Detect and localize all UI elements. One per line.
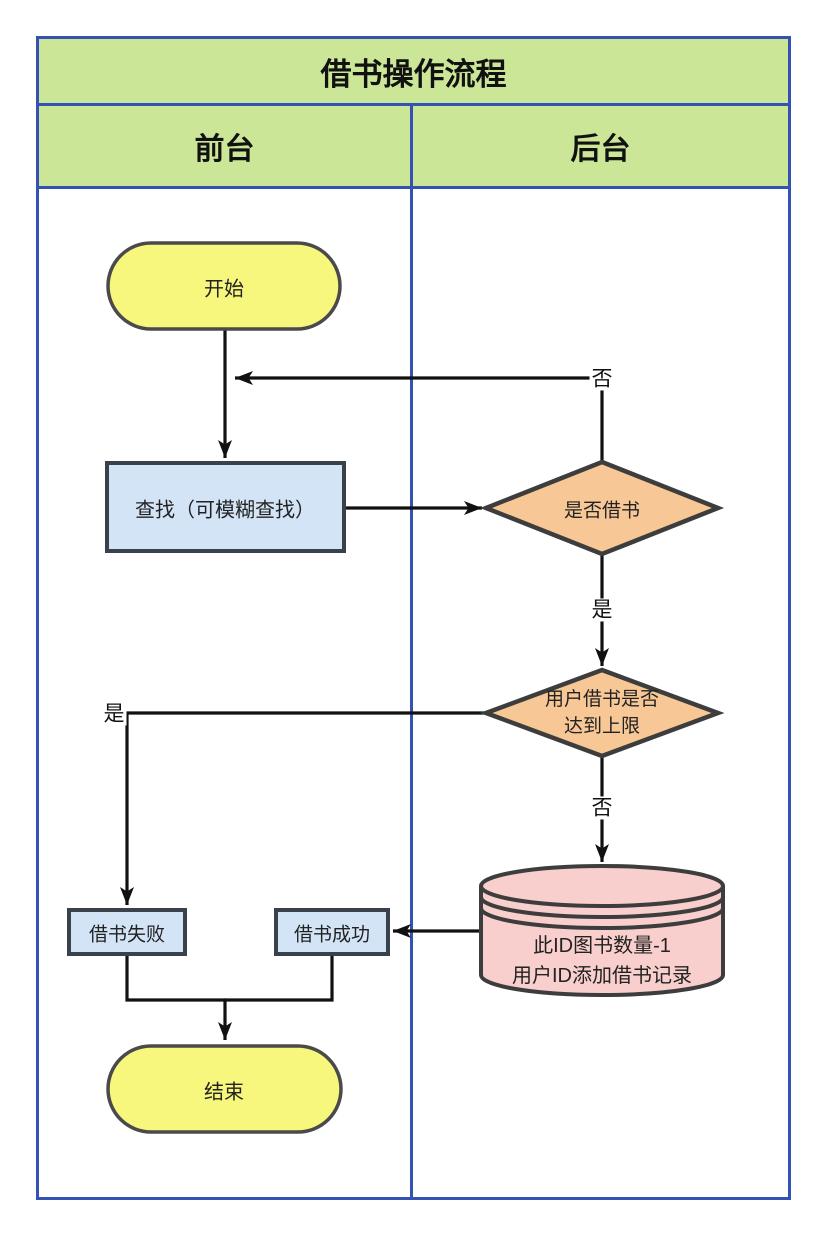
fail-node-label: 借书失败: [88, 924, 166, 946]
edge-fail-to-merge: [125, 955, 226, 1002]
edge-label-borrow-yes: 是: [589, 598, 615, 622]
end-node-shape: [106, 1044, 343, 1134]
decision-limit-shape: [479, 667, 725, 759]
search-node-label: 查找（可模糊查找）: [135, 499, 315, 522]
lane-header-back: 后台: [413, 106, 788, 186]
lane-back-label: 后台: [570, 133, 631, 166]
end-node-label: 结束: [204, 1081, 244, 1104]
lane-header-row: 前台 后台: [39, 106, 788, 189]
edge-limit-yes-to-fail: [120, 711, 485, 905]
search-node-shape: [105, 461, 346, 553]
edge-label-limit-no: 否: [589, 796, 615, 820]
edge-success-to-merge: [224, 955, 334, 1002]
database-node-label: 此ID图书数量-1 用户ID添加借书记录: [512, 935, 692, 987]
diagram-title: 借书操作流程: [320, 56, 507, 92]
lane-front-label: 前台: [194, 133, 255, 166]
edge-label-limit-yes: 是: [101, 702, 127, 726]
lane-header-front: 前台: [39, 106, 413, 186]
success-node-label: 借书成功: [293, 924, 371, 946]
decision-borrow-shape: [479, 459, 725, 557]
start-node-label: 开始: [204, 278, 244, 301]
database-node-shape: [479, 864, 725, 997]
edge-borrow-no-loop: [235, 371, 604, 462]
edge-label-borrow-no: 否: [589, 367, 615, 391]
fail-node-shape: [67, 908, 187, 956]
decision-limit-label: 用户借书是否 达到上限: [544, 689, 660, 737]
diagram-title-bar: 借书操作流程: [39, 39, 788, 106]
decision-borrow-label: 是否借书: [563, 500, 641, 522]
success-node-shape: [274, 908, 390, 956]
lane-divider: [410, 189, 413, 1197]
start-node-shape: [106, 241, 342, 331]
swimlane-frame: [36, 36, 791, 1200]
